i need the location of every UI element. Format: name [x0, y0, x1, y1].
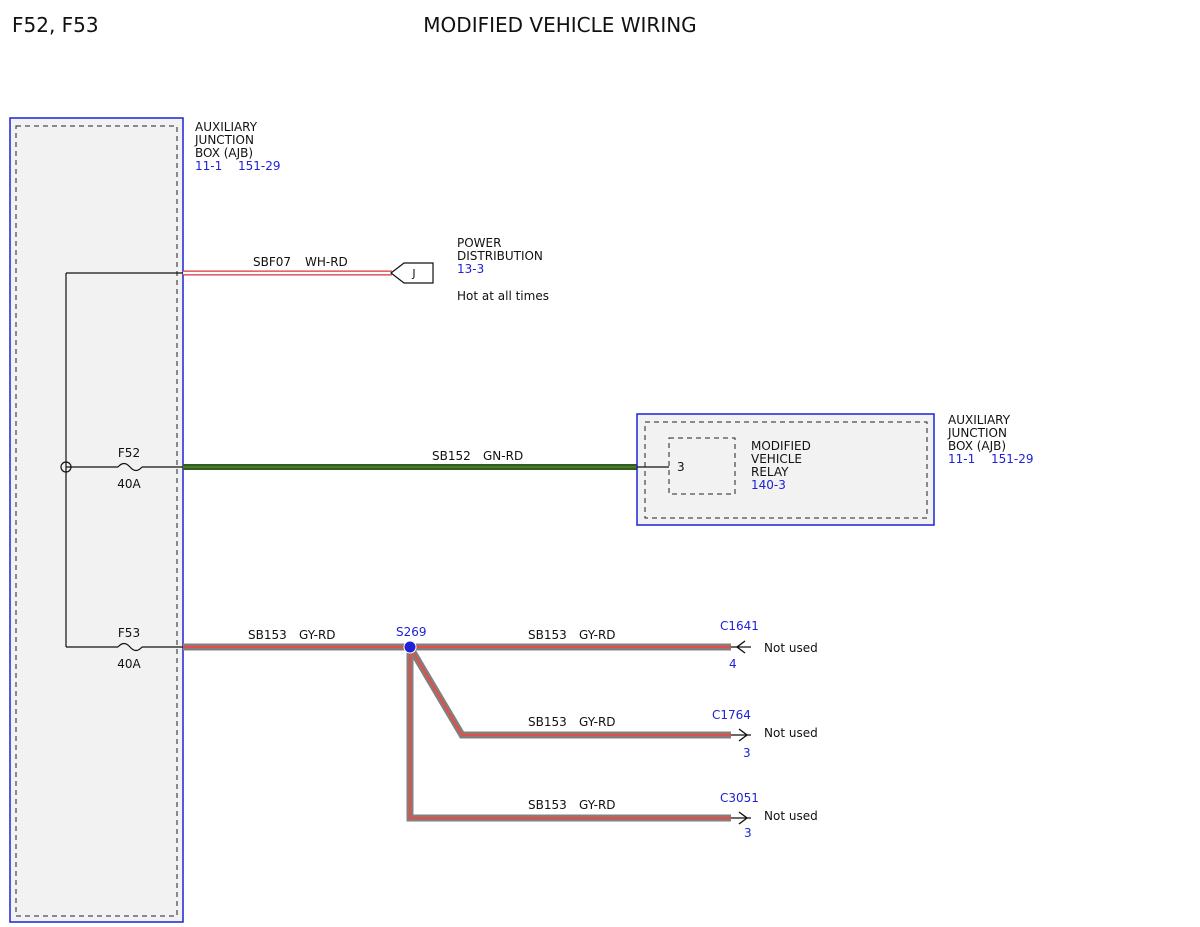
- ajb-right-outline: [636, 413, 935, 526]
- wire-sb153-c1641-circuit: SB153: [528, 628, 567, 642]
- wire-sb153-c1764-circuit: SB153: [528, 715, 567, 729]
- connector-c1641[interactable]: [731, 640, 751, 654]
- relay-name-2: VEHICLE: [751, 452, 802, 466]
- ajb-right-ref-1[interactable]: 11-1: [948, 452, 975, 466]
- bus-junction-point: [60, 461, 72, 473]
- relay-name-3: RELAY: [751, 465, 789, 479]
- connector-c1641-note: Not used: [764, 641, 818, 655]
- power-distribution-name-1: POWER: [457, 236, 501, 250]
- relay-pin: 3: [677, 460, 685, 474]
- wire-sb153-c3051-circuit: SB153: [528, 798, 567, 812]
- connector-c3051-pin: 3: [744, 826, 752, 840]
- power-distribution-connector[interactable]: [390, 262, 434, 284]
- connector-c1764-pin: 3: [743, 746, 751, 760]
- splice-s269-id[interactable]: S269: [396, 625, 427, 639]
- ajb-left-name-2: JUNCTION: [194, 133, 254, 147]
- wire-sb153-main-circuit: SB153: [248, 628, 287, 642]
- wire-sbf07-circuit: SBF07: [253, 255, 291, 269]
- power-distribution-ref[interactable]: 13-3: [457, 262, 484, 276]
- ajb-left-name-1: AUXILIARY: [195, 120, 258, 134]
- fuse-f53-symbol: [117, 642, 143, 652]
- fuse-f53-id: F53: [118, 626, 140, 640]
- fuse-list-header: F52, F53: [12, 13, 99, 37]
- wire-sb153-c1764-color: GY-RD: [579, 715, 616, 729]
- wire-sb153-main-color: GY-RD: [299, 628, 336, 642]
- connector-c1764-note: Not used: [764, 726, 818, 740]
- connector-c3051[interactable]: [731, 811, 751, 825]
- ajb-left-outline: [9, 117, 184, 923]
- ajb-right-ref-2[interactable]: 151-29: [991, 452, 1034, 466]
- connector-c3051-note: Not used: [764, 809, 818, 823]
- wire-sb152-circuit: SB152: [432, 449, 471, 463]
- wire-sb153-c3051-color: GY-RD: [579, 798, 616, 812]
- power-distribution-note: Hot at all times: [457, 289, 549, 303]
- wire-sb153-c1764[interactable]: [406, 645, 731, 739]
- fuse-f53-rating: 40A: [117, 657, 141, 671]
- relay-ref[interactable]: 140-3: [751, 478, 786, 492]
- ajb-right-box: [636, 413, 935, 526]
- ajb-right-name-3: BOX (AJB): [948, 439, 1006, 453]
- power-distribution-pin: J: [411, 267, 415, 280]
- connector-c1764-id[interactable]: C1764: [712, 708, 751, 722]
- ajb-left-inner-dashed: [15, 125, 178, 917]
- page-title: MODIFIED VEHICLE WIRING: [423, 13, 696, 37]
- power-distribution-name-2: DISTRIBUTION: [457, 249, 543, 263]
- connector-c3051-id[interactable]: C3051: [720, 791, 759, 805]
- ajb-left-ref-1[interactable]: 11-1: [195, 159, 222, 173]
- relay-body[interactable]: [668, 437, 736, 495]
- wire-sb153-c3051[interactable]: [406, 647, 731, 822]
- ajb-left-ref-2[interactable]: 151-29: [238, 159, 281, 173]
- connector-c1641-id[interactable]: C1641: [720, 619, 759, 633]
- ajb-left-box: [9, 117, 184, 923]
- wire-sb152-color: GN-RD: [483, 449, 523, 463]
- ajb-left-name-3: BOX (AJB): [195, 146, 253, 160]
- wire-sbf07-color: WH-RD: [305, 255, 348, 269]
- fuse-f52-rating: 40A: [117, 477, 141, 491]
- connector-c1641-pin: 4: [729, 657, 737, 671]
- fuse-f52-id: F52: [118, 446, 140, 460]
- relay-name-1: MODIFIED: [751, 439, 811, 453]
- splice-s269[interactable]: [403, 640, 417, 654]
- wire-sb153-c1641-color: GY-RD: [579, 628, 616, 642]
- ajb-internal-bus: [60, 272, 183, 648]
- fuse-f52-symbol: [117, 462, 143, 472]
- ajb-right-name-2: JUNCTION: [947, 426, 1007, 440]
- ajb-right-name-1: AUXILIARY: [948, 413, 1011, 427]
- connector-c1764[interactable]: [731, 728, 751, 742]
